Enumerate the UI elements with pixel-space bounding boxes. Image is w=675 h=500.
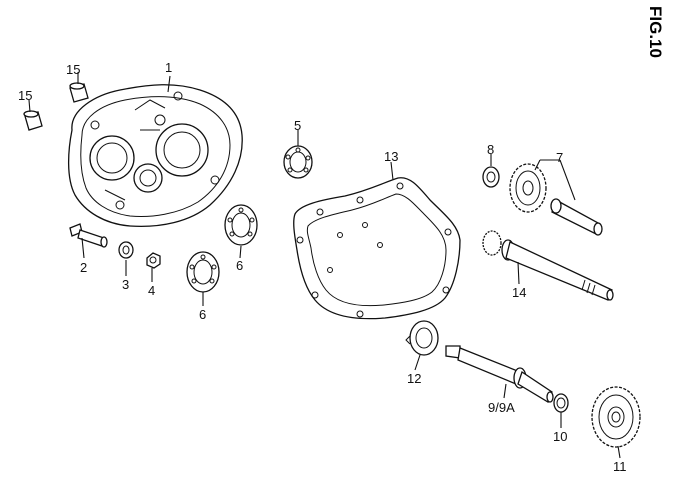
- bearing-lower: [186, 251, 220, 293]
- callout-10: 10: [553, 429, 567, 444]
- callout-7: 7: [556, 150, 563, 165]
- callout-8: 8: [487, 142, 494, 157]
- leader-lines: [28, 72, 621, 459]
- countershaft-gear: [509, 163, 547, 213]
- output-shaft: [445, 345, 554, 403]
- callout-6-lower: 6: [199, 307, 206, 322]
- gasket: [293, 177, 461, 320]
- callout-15-lower: 15: [18, 88, 32, 103]
- dowel-pin-lower: [23, 110, 43, 131]
- callout-15-upper: 15: [66, 62, 80, 77]
- callout-6-upper: 6: [236, 258, 243, 273]
- circlip: [553, 393, 569, 413]
- washer: [118, 241, 134, 259]
- callout-9-9a: 9/9A: [488, 400, 515, 415]
- callout-4: 4: [148, 283, 155, 298]
- figure-label: FIG.10: [646, 6, 665, 58]
- stud-bolt: [69, 223, 108, 248]
- bearing-upper: [224, 204, 258, 246]
- callout-1: 1: [165, 60, 172, 75]
- dowel-pin-upper: [69, 82, 89, 103]
- final-gear: [591, 386, 641, 448]
- countershaft: [550, 198, 603, 236]
- callout-14: 14: [512, 285, 526, 300]
- callout-5: 5: [294, 118, 301, 133]
- callout-12: 12: [407, 371, 421, 386]
- nut: [146, 252, 161, 269]
- main-shaft: [482, 230, 614, 301]
- callout-13: 13: [384, 149, 398, 164]
- callout-2: 2: [80, 260, 87, 275]
- thrust-washer: [482, 166, 500, 188]
- transmission-cover: [67, 84, 243, 228]
- callout-3: 3: [122, 277, 129, 292]
- callout-11: 11: [613, 459, 627, 474]
- bearing-small: [283, 145, 313, 179]
- bearing-output: [405, 320, 439, 356]
